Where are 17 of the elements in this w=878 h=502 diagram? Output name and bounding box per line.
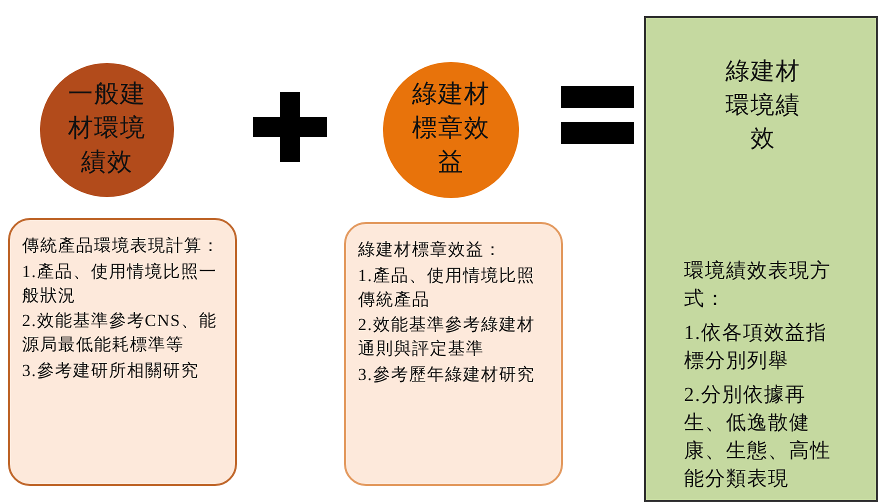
list-item: 3.參考建研所相關研究 xyxy=(22,360,200,382)
list-item: 環境績效表現方式： xyxy=(684,258,832,312)
list-item: 2.效能基準參考綠建材通則與評定基準 xyxy=(358,314,536,360)
heading-text: 傳統產品環境表現計算： xyxy=(22,235,221,257)
panel-heading: 綠建材環境績效 xyxy=(724,58,802,154)
circle-label: 綠建材標章效益 xyxy=(411,80,491,178)
list-item: 2.效能基準參考CNS、能源局最低能耗標準等 xyxy=(22,310,218,356)
result-panel xyxy=(644,16,878,502)
list-item: 1.產品、使用情境比照傳統產品 xyxy=(358,264,536,311)
list-item: 2.分別依據再生、低逸散健康、生態、高性能分類表現 xyxy=(684,382,832,492)
list-item: 1.依各項效益指標分別列舉 xyxy=(684,320,828,374)
circle-label: 一般建材環境績效 xyxy=(67,80,147,178)
heading-text: 綠建材標章效益： xyxy=(358,239,503,261)
rounded-box xyxy=(8,218,237,486)
list-item: 1.產品、使用情境比照一般狀況 xyxy=(22,260,218,307)
list-item: 3.參考歷年綠建材研究 xyxy=(358,364,536,386)
rounded-box xyxy=(344,222,563,486)
